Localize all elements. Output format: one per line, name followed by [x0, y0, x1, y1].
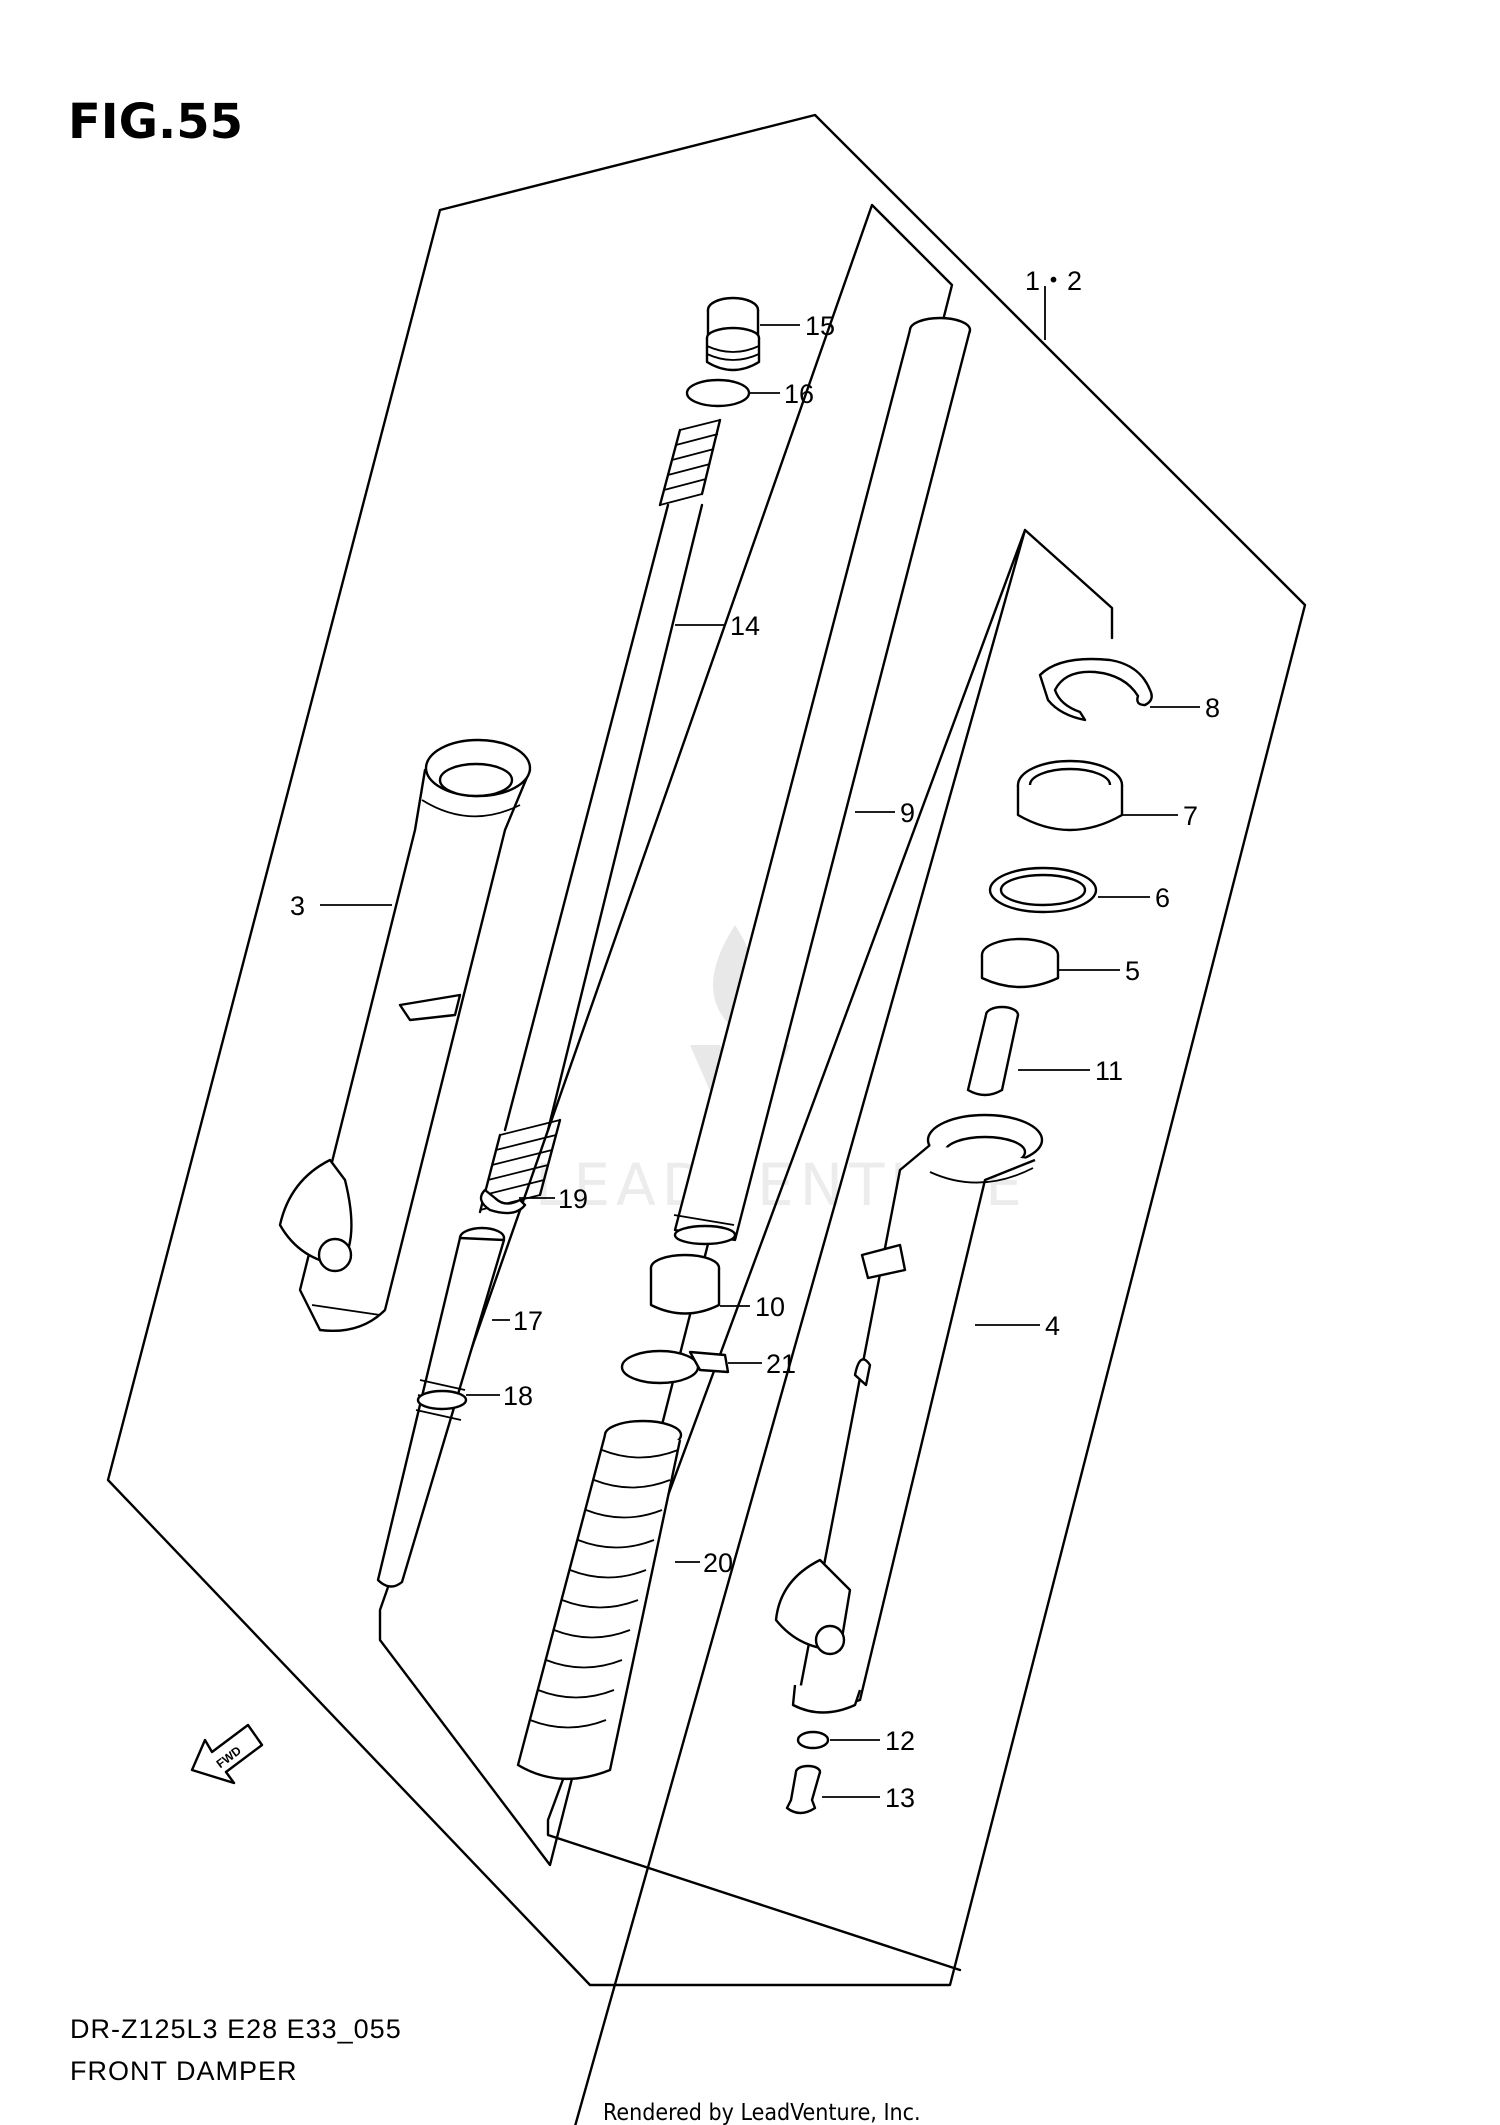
part-13-bolt: [785, 1764, 822, 1815]
part-18-rebound-spring: [415, 1379, 468, 1421]
diagram-title: FRONT DAMPER: [70, 2056, 298, 2086]
outer-assembly-outline: [106, 113, 1307, 1987]
part-20-dust-boot: [516, 1419, 683, 1780]
callout-18: 18: [503, 1381, 533, 1411]
callout-11: 11: [1095, 1056, 1123, 1086]
callout-4: 4: [1045, 1311, 1060, 1341]
part-3-outer-tube-left: [278, 738, 532, 1332]
callout-14: 14: [730, 611, 760, 641]
part-14-fork-spring: [478, 418, 722, 1214]
callout-12: 12: [885, 1726, 915, 1756]
callout-7: 7: [1183, 801, 1198, 831]
callout-16: 16: [784, 379, 814, 409]
callout-1-2: 1・2: [1025, 266, 1082, 296]
callout-9: 9: [900, 798, 915, 828]
part-16-o-ring: [685, 378, 751, 408]
part-5-guide-bushing: [980, 937, 1060, 989]
leader-lines: [320, 286, 1200, 1798]
rendered-by-footer: Rendered by LeadVenture, Inc.: [603, 2100, 921, 2125]
callout-5: 5: [1125, 956, 1140, 986]
callout-13: 13: [885, 1783, 915, 1813]
part-9-inner-tube: [673, 316, 972, 1246]
model-code: DR-Z125L3 E28 E33_055: [70, 2014, 402, 2044]
part-11-oil-lock-piece: [966, 1005, 1020, 1097]
part-8-retaining-clip: [1038, 657, 1153, 722]
callout-6: 6: [1155, 883, 1170, 913]
callout-17: 17: [513, 1306, 543, 1336]
callout-21: 21: [766, 1349, 796, 1379]
part-19-snap-ring: [479, 1188, 527, 1215]
callout-labels: 1・2 15 16 14 3 8 7 6 5 11 9 19 10 21 17 …: [290, 266, 1220, 1813]
callout-20: 20: [703, 1548, 733, 1578]
part-21-clamp: [620, 1349, 730, 1385]
part-12-gasket: [796, 1730, 830, 1750]
part-10-slide-bushing: [649, 1253, 721, 1315]
part-17-damper-rod: [376, 1226, 506, 1588]
callout-10: 10: [755, 1292, 785, 1322]
callout-19: 19: [558, 1184, 588, 1214]
part-7-oil-seal: [1016, 759, 1124, 832]
part-4-outer-tube-right: [774, 1113, 1044, 1714]
forward-arrow: FWD: [190, 1723, 264, 1785]
inner-outer-tube-outline: [546, 528, 1114, 2125]
callout-8: 8: [1205, 693, 1220, 723]
part-6-seal-spacer: [988, 866, 1098, 914]
figure-title: FIG.55: [68, 94, 243, 150]
part-15-cap-bolt: [705, 296, 761, 372]
callout-15: 15: [805, 311, 835, 341]
callout-3: 3: [290, 891, 305, 921]
